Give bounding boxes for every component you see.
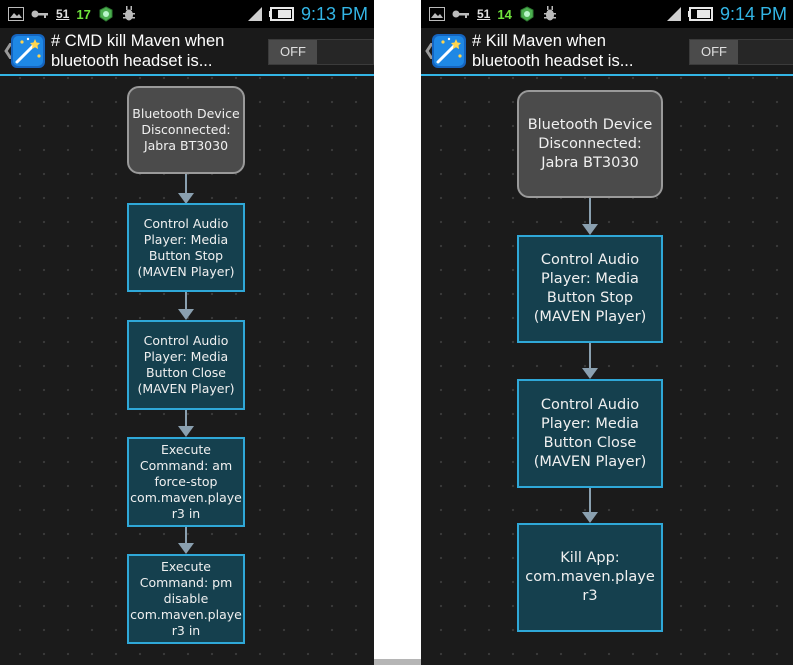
- action-node-label: Control Audio Player: Media Button Stop …: [137, 215, 235, 279]
- connector-arrow: [176, 410, 196, 437]
- action-node[interactable]: Control Audio Player: Media Button Stop …: [127, 203, 245, 292]
- trigger-node[interactable]: Bluetooth Device Disconnected: Jabra BT3…: [127, 86, 245, 174]
- toggle-knob: OFF: [269, 40, 317, 64]
- action-node-label: Execute Command: pm disable com.maven.pl…: [130, 559, 242, 638]
- connector-arrow: [176, 174, 196, 204]
- counter-badge: 51: [56, 7, 70, 21]
- toggle-knob: OFF: [690, 40, 738, 64]
- gallery-icon: [8, 7, 24, 21]
- page-title-line-2: bluetooth headset is...: [51, 52, 213, 70]
- action-node[interactable]: Control Audio Player: Media Button Close…: [127, 320, 245, 410]
- trigger-node-label: Bluetooth Device Disconnected: Jabra BT3…: [132, 106, 240, 153]
- key-icon: [452, 10, 469, 18]
- action-node[interactable]: Control Audio Player: Media Button Stop …: [517, 235, 663, 343]
- divider-bar: [374, 659, 421, 665]
- page-title-line-2: bluetooth headset is...: [472, 52, 634, 70]
- action-node-label: Control Audio Player: Media Button Stop …: [533, 252, 647, 325]
- connector-arrow: [176, 292, 196, 320]
- key-icon: [31, 10, 48, 18]
- counter-badge: 51: [477, 7, 491, 21]
- enable-toggle[interactable]: OFF: [268, 39, 374, 65]
- status-time: 9:14 PM: [719, 3, 787, 24]
- bug-icon: [122, 6, 135, 21]
- notification-count: 14: [497, 6, 512, 22]
- status-bar: 51 17 9:13 PM: [0, 0, 374, 28]
- notification-count: 17: [76, 6, 91, 22]
- bug-icon: [543, 6, 556, 21]
- page-title-line-1: # CMD kill Maven when: [51, 32, 225, 50]
- phone-screen-right: 51 14 9:14 PM ❮ # Kill Maven when blueto…: [421, 0, 793, 665]
- page-title-line-1: # Kill Maven when: [472, 32, 606, 50]
- action-node-label: Kill App: com.maven.playe r3: [525, 550, 655, 604]
- signal-icon: [247, 7, 262, 21]
- connector-arrow: [580, 198, 600, 235]
- signal-icon: [666, 7, 681, 21]
- action-node[interactable]: Control Audio Player: Media Button Close…: [517, 379, 663, 488]
- gallery-icon: [429, 7, 445, 21]
- action-bar: ❮ # CMD kill Maven when bluetooth headse…: [0, 28, 374, 76]
- trigger-node-label: Bluetooth Device Disconnected: Jabra BT3…: [527, 116, 653, 171]
- phone-screen-left: 51 17 9:13 PM ❮ # CMD kill Maven when bl…: [0, 0, 374, 665]
- connector-arrow: [580, 488, 600, 523]
- battery-icon: [268, 7, 294, 21]
- status-time: 9:13 PM: [300, 3, 368, 24]
- action-node-label: Execute Command: am force-stop com.maven…: [130, 442, 242, 521]
- page-title: # CMD kill Maven when bluetooth headset …: [51, 31, 266, 71]
- page-title: # Kill Maven when bluetooth headset is..…: [472, 31, 687, 71]
- app-icon[interactable]: [432, 34, 466, 68]
- app-icon[interactable]: [11, 34, 45, 68]
- action-node[interactable]: Execute Command: pm disable com.maven.pl…: [127, 554, 245, 644]
- action-bar: ❮ # Kill Maven when bluetooth headset is…: [421, 28, 793, 76]
- app-notification-icon: [520, 6, 534, 22]
- status-bar: 51 14 9:14 PM: [421, 0, 793, 28]
- enable-toggle[interactable]: OFF: [689, 39, 793, 65]
- connector-arrow: [176, 527, 196, 554]
- trigger-node[interactable]: Bluetooth Device Disconnected: Jabra BT3…: [517, 90, 663, 198]
- app-notification-icon: [99, 6, 113, 22]
- action-node-label: Control Audio Player: Media Button Close…: [533, 396, 647, 470]
- action-node[interactable]: Kill App: com.maven.playe r3: [517, 523, 663, 632]
- action-node-label: Control Audio Player: Media Button Close…: [137, 333, 235, 396]
- action-node[interactable]: Execute Command: am force-stop com.maven…: [127, 437, 245, 527]
- battery-icon: [687, 7, 713, 21]
- connector-arrow: [580, 343, 600, 379]
